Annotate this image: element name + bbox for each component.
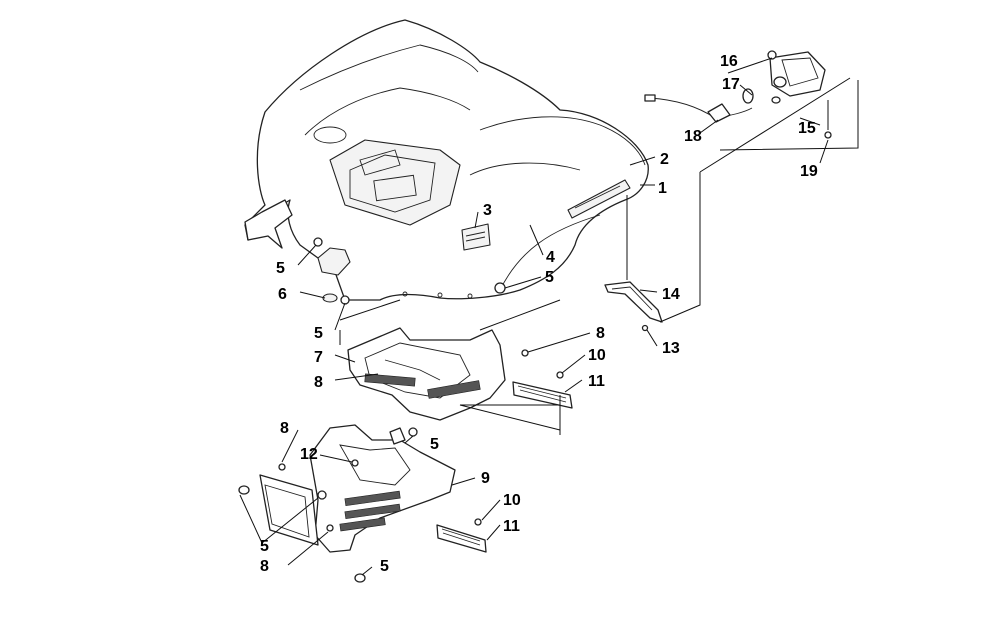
callout-11: 11 <box>503 518 520 535</box>
callout-5: 5 <box>545 269 554 286</box>
callout-7: 7 <box>314 349 323 366</box>
callout-11: 11 <box>588 373 605 390</box>
callout-13: 13 <box>662 340 680 357</box>
callout-16: 16 <box>720 53 738 70</box>
callout-18: 18 <box>684 128 702 145</box>
footrest-lower <box>436 518 487 553</box>
callout-5: 5 <box>276 260 285 277</box>
callout-8: 8 <box>260 558 269 575</box>
callout-14: 14 <box>662 286 680 303</box>
callout-10: 10 <box>588 347 606 364</box>
callout-8: 8 <box>314 374 323 391</box>
tail-light-assembly <box>644 50 832 139</box>
rear-fender-body <box>244 19 649 305</box>
callout-5: 5 <box>314 325 323 342</box>
callout-19: 19 <box>800 163 818 180</box>
rear-floor-panel <box>238 424 456 583</box>
callout-1: 1 <box>658 180 667 197</box>
callout-17: 17 <box>722 76 740 93</box>
callout-2: 2 <box>660 151 669 168</box>
callout-6: 6 <box>278 286 287 303</box>
callout-8: 8 <box>596 325 605 342</box>
front-floor-panel <box>347 327 529 421</box>
callout-5: 5 <box>430 436 439 453</box>
callout-5: 5 <box>260 538 269 555</box>
callout-4: 4 <box>546 249 555 266</box>
callout-15: 15 <box>798 120 816 137</box>
mount-bracket <box>604 281 663 332</box>
callout-10: 10 <box>503 492 521 509</box>
callout-8: 8 <box>280 420 289 437</box>
callout-5: 5 <box>380 558 389 575</box>
callout-labels: 1 2 3 4 5 5 5 5 5 5 6 7 8 8 8 8 9 10 10 … <box>260 53 818 575</box>
leader-lines <box>239 57 859 576</box>
callout-12: 12 <box>300 446 318 463</box>
callout-9: 9 <box>481 470 490 487</box>
callout-3: 3 <box>483 202 492 219</box>
footrest-upper <box>512 371 573 409</box>
